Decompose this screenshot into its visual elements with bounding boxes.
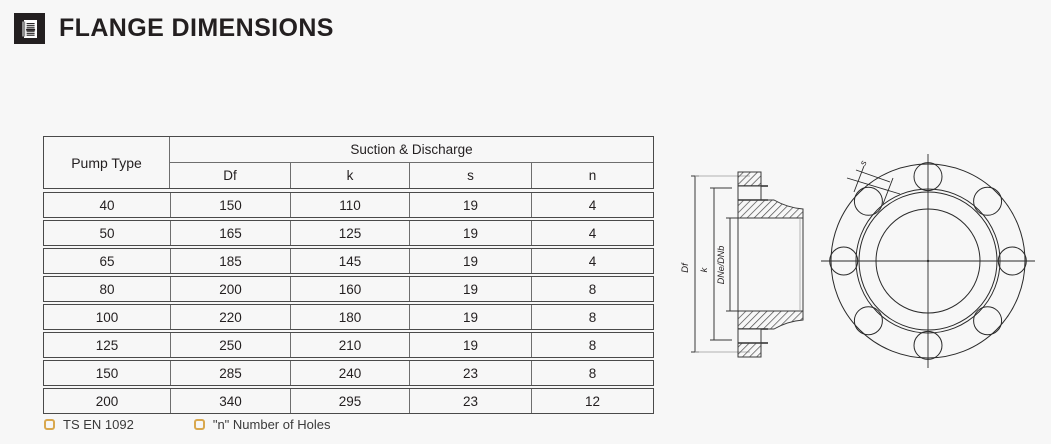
flange-technical-drawing: Df k DNe/DNb <box>678 138 1038 386</box>
cell-pump-type: 125 <box>95 337 119 353</box>
cell-s: 19 <box>409 221 531 245</box>
cell-n: 4 <box>531 221 653 245</box>
cell-n: 4 <box>531 249 653 273</box>
cell-k: 145 <box>290 249 409 273</box>
column-header-group: Suction & Discharge Df k s n <box>169 137 653 188</box>
column-header-df: Df <box>223 168 237 183</box>
bolt-hole <box>853 186 883 216</box>
table-row: 65 185 145 19 4 <box>43 248 654 274</box>
square-outline-marker-icon <box>44 419 55 430</box>
note-holes: "n" Number of Holes <box>193 417 331 432</box>
cell-k: 180 <box>290 305 409 329</box>
cell-k: 125 <box>290 221 409 245</box>
column-header-suction-discharge: Suction & Discharge <box>170 137 653 163</box>
cell-s: 19 <box>409 249 531 273</box>
cell-n: 4 <box>531 193 653 217</box>
cell-k: 110 <box>290 193 409 217</box>
square-outline-marker-icon <box>193 419 205 430</box>
flange-dimensions-table: Pump Type Suction & Discharge Df k s n 4… <box>43 136 654 414</box>
cell-pump-type: 200 <box>95 393 119 409</box>
cell-n: 12 <box>531 389 653 413</box>
column-header-pump-type: Pump Type <box>71 154 142 171</box>
note-holes-label: "n" Number of Holes <box>212 417 331 432</box>
note-standard: TS EN 1092 <box>44 417 134 432</box>
cell-k: 295 <box>290 389 409 413</box>
cell-s: 19 <box>409 277 531 301</box>
cell-pump-type: 80 <box>99 281 115 297</box>
label-dne-dnb: DNe/DNb <box>716 246 726 285</box>
cell-df: 165 <box>170 221 290 245</box>
table-row: 40 150 110 19 4 <box>43 192 654 218</box>
document-list-icon <box>14 13 45 44</box>
label-df: Df <box>680 262 691 273</box>
cell-s: 23 <box>409 361 531 385</box>
cell-df: 285 <box>170 361 290 385</box>
cell-pump-type: 100 <box>95 309 119 325</box>
cell-n: 8 <box>531 333 653 357</box>
cell-k: 160 <box>290 277 409 301</box>
cell-df: 340 <box>170 389 290 413</box>
cell-df: 250 <box>170 333 290 357</box>
cell-pump-type: 40 <box>99 197 115 213</box>
cell-pump-type: 50 <box>99 225 115 241</box>
table-header: Pump Type Suction & Discharge Df k s n <box>43 136 654 189</box>
column-header-n: n <box>531 163 653 188</box>
label-k: k <box>699 266 710 272</box>
table-row: 150 285 240 23 8 <box>43 360 654 386</box>
cell-pump-type: 65 <box>99 253 115 269</box>
table-row: 125 250 210 19 8 <box>43 332 654 358</box>
label-s: s <box>858 158 869 166</box>
note-standard-label: TS EN 1092 <box>63 417 134 432</box>
table-notes: TS EN 1092 "n" Number of Holes <box>44 417 330 432</box>
flange-front-view <box>821 154 1035 368</box>
bolt-hole <box>973 306 1003 336</box>
table-row: 50 165 125 19 4 <box>43 220 654 246</box>
column-header-s: s <box>409 163 531 188</box>
table-row: 200 340 295 23 12 <box>43 388 654 414</box>
page-header: FLANGE DIMENSIONS <box>14 13 334 44</box>
cell-s: 23 <box>409 389 531 413</box>
cell-df: 150 <box>170 193 290 217</box>
column-subheader-row: Df k s n <box>170 163 653 188</box>
column-header-k: k <box>290 163 409 188</box>
cell-n: 8 <box>531 277 653 301</box>
s-dimension-callout <box>846 165 901 205</box>
cell-df: 220 <box>170 305 290 329</box>
flange-section-view <box>691 171 804 358</box>
cell-df: 185 <box>170 249 290 273</box>
cell-n: 8 <box>531 305 653 329</box>
table-row: 80 200 160 19 8 <box>43 276 654 302</box>
cell-k: 240 <box>290 361 409 385</box>
cell-df: 200 <box>170 277 290 301</box>
cell-k: 210 <box>290 333 409 357</box>
cell-s: 19 <box>409 193 531 217</box>
cell-s: 19 <box>409 333 531 357</box>
cell-n: 8 <box>531 361 653 385</box>
cell-s: 19 <box>409 305 531 329</box>
cell-pump-type: 150 <box>95 365 119 381</box>
page-title: FLANGE DIMENSIONS <box>59 14 334 42</box>
table-row: 100 220 180 19 8 <box>43 304 654 330</box>
bolt-hole <box>973 186 1003 216</box>
bolt-hole <box>853 306 883 336</box>
